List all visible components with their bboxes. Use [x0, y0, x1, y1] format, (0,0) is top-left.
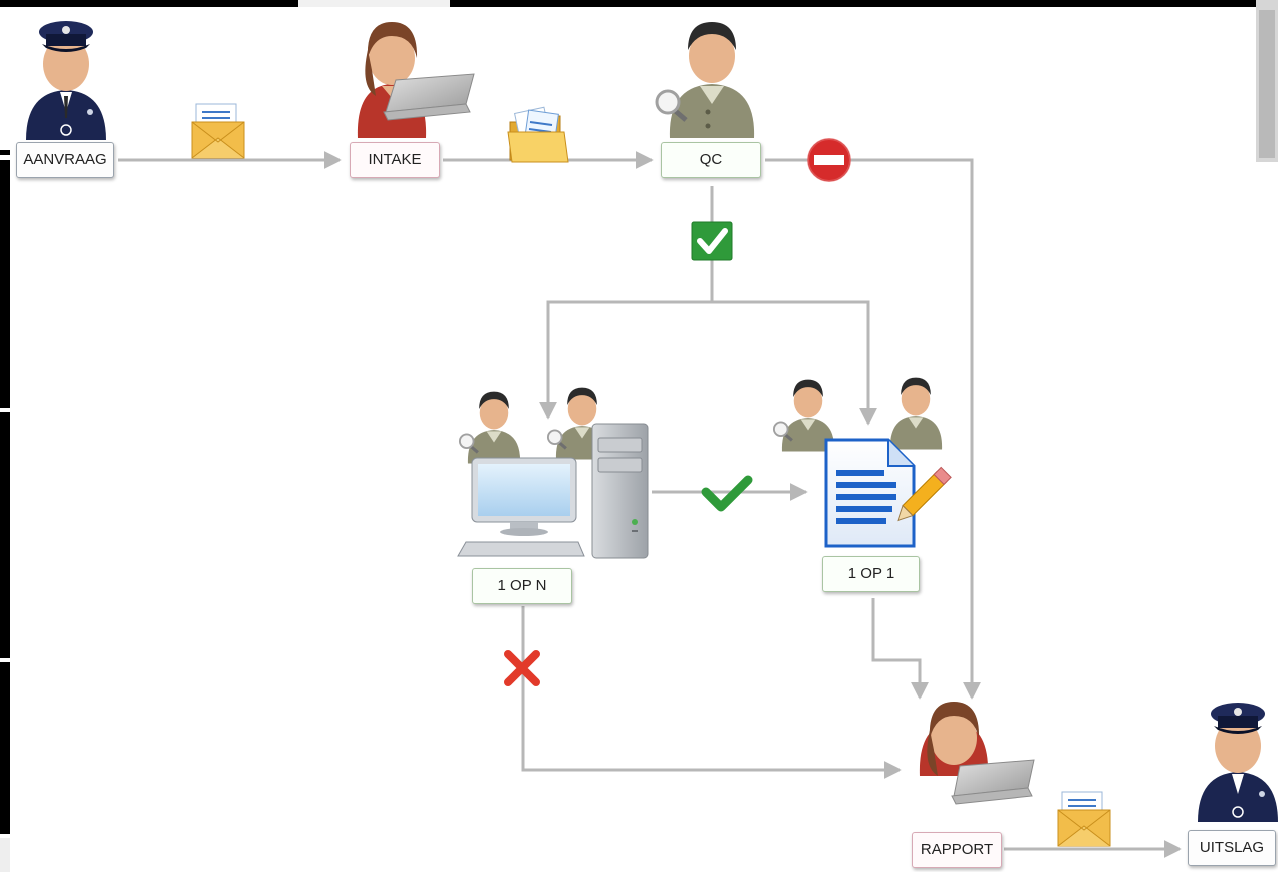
red-cross-icon — [504, 650, 540, 686]
node-1-op-n[interactable]: 1 OP N — [472, 568, 572, 604]
connector-arrows — [118, 151, 1182, 858]
green-check-box-icon — [691, 221, 733, 261]
left-edge-marker-1 — [0, 150, 10, 155]
analyst-magnifier-icon — [772, 379, 835, 452]
mail-envelope-icon — [1057, 791, 1111, 847]
no-entry-icon — [807, 138, 851, 182]
node-1-op-1[interactable]: 1 OP 1 — [822, 556, 920, 592]
arrow-split-1op1 — [712, 300, 877, 426]
document-edit-icon — [824, 438, 952, 548]
clerk-laptop-icon — [357, 22, 475, 138]
left-edge-bar-3 — [0, 662, 10, 834]
node-rapport[interactable]: RAPPORT — [912, 832, 1002, 868]
analyst-magnifier-icon — [655, 22, 755, 138]
node-uitslag[interactable]: UITSLAG — [1188, 830, 1276, 866]
computer-workstation-icon — [457, 423, 649, 559]
left-edge-bar-1 — [0, 160, 10, 408]
police-officer-icon — [1198, 703, 1278, 822]
green-check-icon — [701, 475, 753, 512]
clerk-laptop-icon — [919, 702, 1035, 805]
analyst-magnifier-icon — [889, 377, 943, 450]
analyst-magnifier-icon — [458, 391, 521, 464]
window-top-tab — [298, 0, 450, 7]
arrow-1op1-rapport — [871, 598, 929, 700]
left-edge-bar-2 — [0, 412, 10, 658]
node-qc[interactable]: QC — [661, 142, 761, 178]
node-intake[interactable]: INTAKE — [350, 142, 440, 178]
scrollbar-thumb[interactable] — [1259, 10, 1275, 158]
folder-documents-icon — [507, 106, 569, 163]
arrow-1opn-rapport — [521, 606, 902, 779]
mail-envelope-icon — [191, 103, 245, 159]
left-bottom-strip — [0, 838, 10, 872]
node-aanvraag[interactable]: AANVRAAG — [16, 142, 114, 178]
arrow-split-1opn — [539, 300, 712, 420]
window-top-edge — [0, 0, 1278, 7]
police-officer-icon — [26, 21, 106, 140]
